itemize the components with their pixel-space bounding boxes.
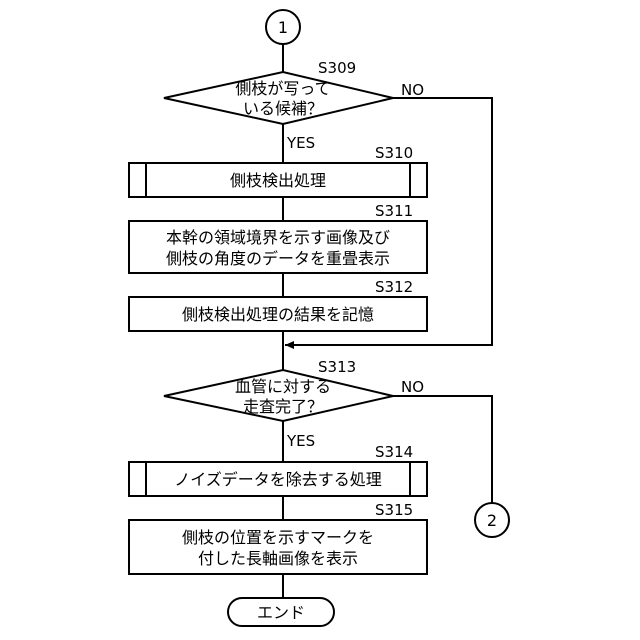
step-label: S309: [318, 59, 356, 77]
step-label: S312: [375, 278, 413, 296]
connector-circle-2: 2: [475, 503, 509, 537]
decision-text-line1: 側枝が写って: [235, 79, 330, 98]
decision-text-line1: 血管に対する: [235, 377, 331, 396]
process-text-line1: 側枝検出処理: [230, 171, 326, 190]
decision-s313: 血管に対する 走査完了？ S313 NO YES: [164, 358, 424, 450]
process-text-line1: 側枝の位置を示すマークを: [182, 528, 374, 547]
step-label: S315: [375, 501, 413, 519]
process-text-line1: 本幹の領域境界を示す画像及び: [166, 228, 390, 247]
process-s315: 側枝の位置を示すマークを 付した長軸画像を表示 S315: [129, 501, 427, 574]
process-text-line1: 側枝検出処理の結果を記憶: [182, 305, 374, 324]
process-text-line1: ノイズデータを除去する処理: [174, 470, 382, 489]
process-s310: 側枝検出処理 S310: [129, 144, 427, 197]
no-label: NO: [401, 81, 424, 99]
decision-s309: 側枝が写って いる候補？ S309 NO YES: [164, 59, 424, 152]
no-label: NO: [401, 378, 424, 396]
yes-label: YES: [286, 134, 315, 152]
process-s312: 側枝検出処理の結果を記憶 S312: [129, 278, 427, 331]
connector-label: 1: [278, 18, 288, 37]
step-label: S314: [375, 443, 413, 461]
step-label: S313: [318, 358, 356, 376]
decision-text-line2: 走査完了？: [243, 397, 323, 416]
process-s314: ノイズデータを除去する処理 S314: [129, 443, 427, 496]
terminal-label: エンド: [257, 603, 305, 622]
terminal-end: エンド: [228, 598, 334, 626]
connector-circle-1: 1: [266, 10, 300, 44]
step-label: S311: [375, 202, 413, 220]
process-text-line2: 側枝の角度のデータを重畳表示: [166, 249, 390, 268]
process-s311: 本幹の領域境界を示す画像及び 側枝の角度のデータを重畳表示 S311: [129, 202, 427, 273]
decision-text-line2: いる候補？: [243, 99, 323, 118]
step-label: S310: [375, 144, 413, 162]
yes-label: YES: [286, 432, 315, 450]
connector-label: 2: [487, 511, 497, 530]
process-text-line2: 付した長軸画像を表示: [198, 549, 358, 568]
